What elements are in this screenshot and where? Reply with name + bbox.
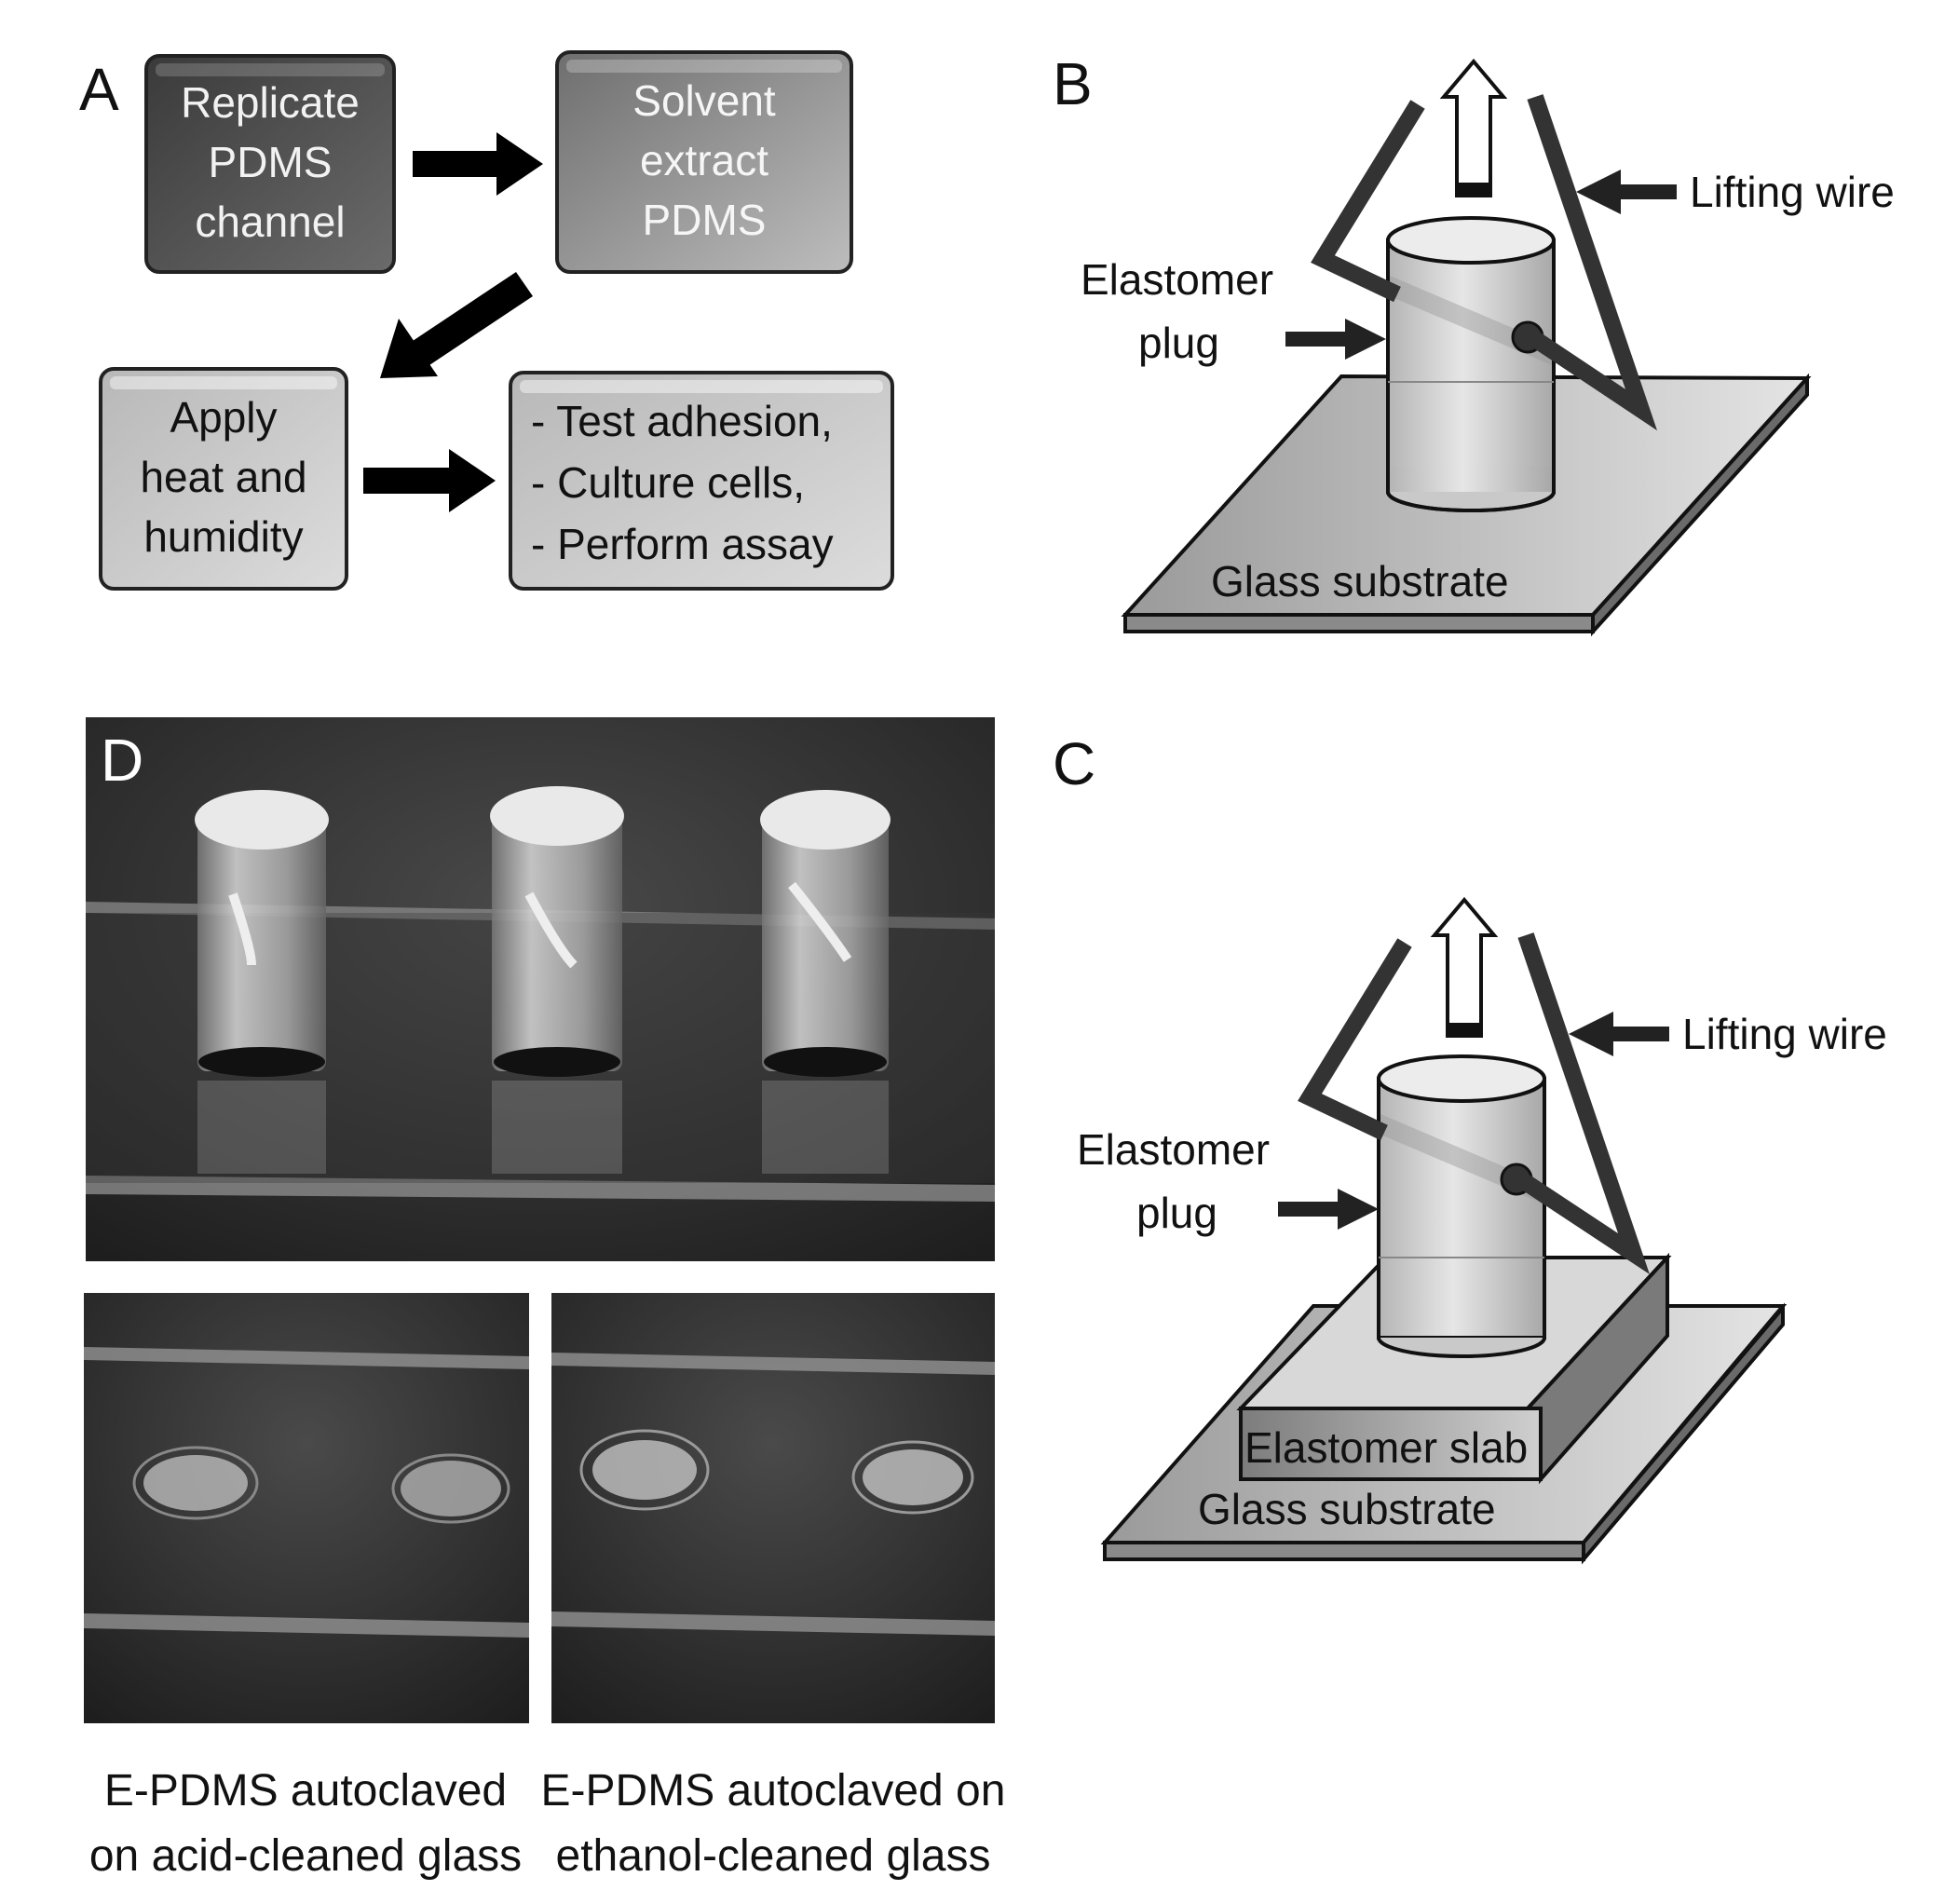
panel-letter-c: C (1053, 730, 1095, 797)
flow-step-solvent: Solvent extract PDMS (555, 50, 853, 274)
panel-b: B Glass substrate (1053, 50, 1895, 637)
step-1-line-1: Replicate (181, 78, 360, 127)
elastomer-plug-pointer-b: Elastomer plug (1081, 255, 1386, 367)
step-4-line-1: - Test adhesion, (531, 397, 833, 445)
elastomer-plug-label-c-1: Elastomer (1077, 1125, 1270, 1174)
photo-plug-2 (490, 786, 624, 1174)
step-4-line-2: - Culture cells, (531, 458, 805, 507)
caption-ethanol-line-1: E-PDMS autoclaved on (541, 1766, 1006, 1816)
panel-c: C Glass substrate Elastomer slab (1053, 730, 1887, 1565)
flow-arrow-1 (413, 132, 543, 196)
glass-substrate-label-b: Glass substrate (1211, 557, 1509, 605)
flow-step-test: - Test adhesion, - Culture cells, - Perf… (509, 371, 894, 591)
lift-up-arrow-c (1430, 896, 1499, 1038)
panel-letter-b: B (1053, 50, 1093, 117)
flow-step-replicate: Replicate PDMS channel (144, 54, 396, 274)
step-3-line-2: heat and (140, 453, 306, 501)
elastomer-plug-label-b-2: plug (1138, 319, 1219, 367)
photo-ethanol-cleaned (551, 1293, 995, 1723)
lifting-wire-c (1298, 932, 1650, 1275)
step-2-line-2: extract (640, 136, 768, 184)
glass-substrate-label-c: Glass substrate (1198, 1485, 1496, 1533)
elastomer-plug-pointer-c: Elastomer plug (1077, 1125, 1379, 1237)
flow-arrow-3 (363, 449, 496, 512)
lifting-wire-b (1311, 94, 1658, 431)
caption-acid-line-2: on acid-cleaned glass (89, 1831, 522, 1881)
elastomer-plug-c (1377, 1054, 1546, 1358)
step-4-line-3: - Perform assay (531, 520, 834, 568)
flow-step-apply: Apply heat and humidity (99, 367, 348, 591)
elastomer-slab-label-c: Elastomer slab (1244, 1423, 1528, 1472)
lifting-wire-pointer-c: Lifting wire (1569, 1010, 1887, 1058)
photo-plug-1 (195, 790, 329, 1174)
elastomer-plug-b (1386, 216, 1556, 512)
panel-letter-a: A (79, 56, 119, 123)
photo-acid-cleaned (84, 1293, 529, 1723)
step-2-line-3: PDMS (643, 196, 767, 244)
photo-plugs-on-glass: D (86, 717, 995, 1261)
step-1-line-3: channel (195, 197, 345, 246)
flow-arrow-2 (380, 272, 533, 378)
step-1-line-2: PDMS (209, 138, 333, 186)
caption-acid-line-1: E-PDMS autoclaved (104, 1766, 507, 1816)
step-3-line-3: humidity (143, 512, 303, 561)
caption-ethanol-line-2: ethanol-cleaned glass (556, 1831, 991, 1881)
lifting-wire-label-b: Lifting wire (1690, 168, 1895, 216)
step-3-line-1: Apply (170, 393, 277, 442)
elastomer-plug-label-c-2: plug (1136, 1189, 1217, 1237)
elastomer-plug-label-b-1: Elastomer (1081, 255, 1273, 304)
photo-plug-3 (760, 790, 891, 1174)
lift-up-arrow-b (1439, 58, 1508, 197)
panel-letter-d: D (101, 727, 143, 794)
panel-a: A Replicate PDMS channel Solvent extract… (79, 50, 894, 591)
lifting-wire-label-c: Lifting wire (1682, 1010, 1887, 1058)
panel-d: D E-PDMS autoclaved on acid-cleaned glas… (84, 717, 1005, 1881)
lifting-wire-pointer-b: Lifting wire (1576, 168, 1895, 216)
step-2-line-1: Solvent (632, 76, 776, 125)
